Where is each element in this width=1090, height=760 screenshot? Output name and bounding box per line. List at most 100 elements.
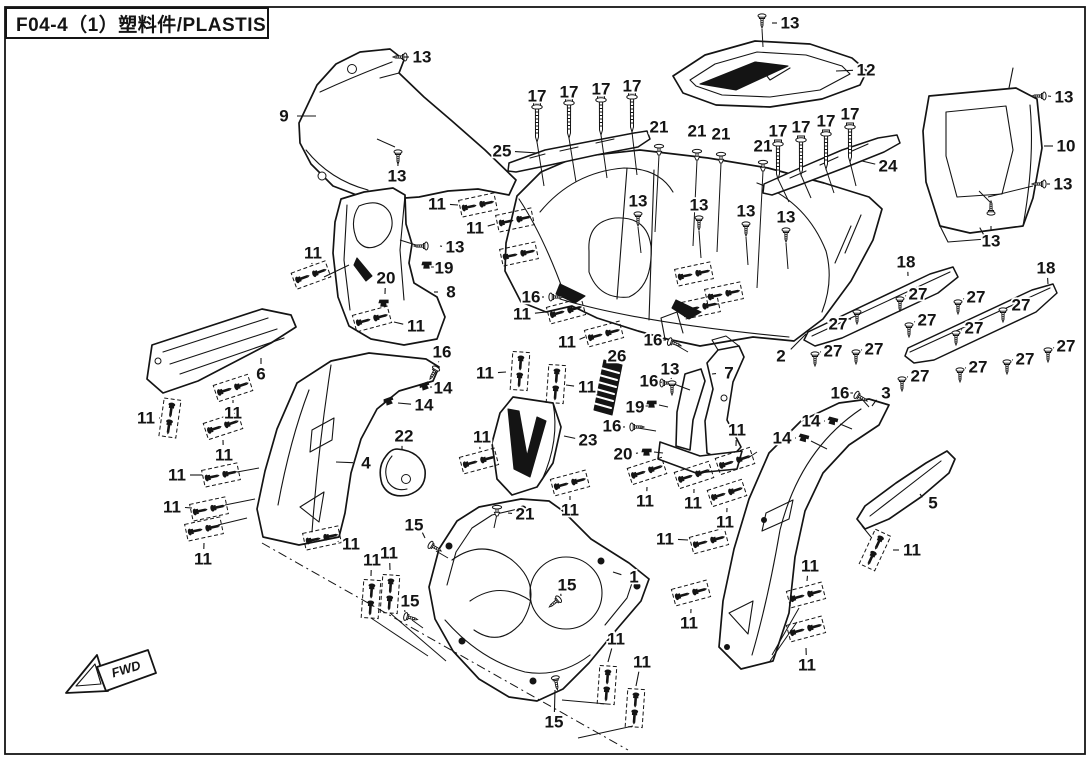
callout-number-11: 11 [801,557,819,576]
screw-fastener-icon [629,422,645,432]
fastener-box [626,456,668,486]
screw-fastener-icon [413,241,429,251]
part-23-vee [507,408,547,478]
part-26-stripe-3 [597,381,617,388]
callout-number-17: 17 [528,87,547,106]
part-1-panel [428,498,650,702]
screw-fastener-icon [1043,347,1053,363]
screw-fastener-icon [897,376,907,392]
screw-fastener-icon [757,13,767,29]
callout-number-15: 15 [558,576,577,595]
callout-number-18: 18 [1037,259,1056,278]
callout-number-13: 13 [781,14,800,33]
callout-number-11: 11 [716,513,734,532]
part-24-rail [762,134,901,196]
callout-number-11: 11 [558,333,576,352]
callout-number-11: 11 [304,244,322,263]
callout-number-27: 27 [911,367,930,386]
fastener-dot [597,557,605,565]
part-9-panel [298,48,517,200]
leader-line [323,264,350,278]
leader-line [631,131,638,176]
callout-number-17: 17 [769,122,788,141]
screw-fastener-icon [955,367,965,383]
callout-number-11: 11 [380,544,398,563]
callout-number-11: 11 [684,494,702,513]
fastener-box [212,373,254,403]
callout-leader [487,223,496,227]
callout-number-17: 17 [792,118,811,137]
leader-line [745,236,749,266]
part-10-antenna [1008,67,1014,89]
callout-number-17: 17 [841,105,860,124]
callout-number-13: 13 [388,167,407,186]
part-22-cap [379,448,426,497]
part-6-louver [146,308,297,394]
fastener-box [670,579,712,607]
callout-number-11: 11 [656,530,674,549]
callout-number-20: 20 [614,445,633,464]
fastener-box [509,350,531,392]
callout-number-9: 9 [279,107,288,126]
callout-number-21: 21 [754,137,773,156]
leader-line [761,28,764,48]
part-2-arch-left [539,167,674,213]
part-1-rim [446,507,634,626]
part-26-stripe-2 [598,374,618,381]
callout-number-14: 14 [434,379,453,398]
part-7-strut-b [675,368,706,451]
part-12-rim [689,51,851,98]
part-2-accent-a [555,283,586,304]
callout-leader [397,402,412,405]
callout-number-17: 17 [592,80,611,99]
bolt-hole [347,64,357,74]
part-3-window [761,499,794,532]
callout-leader [553,689,556,713]
fastener-dot [529,677,537,685]
fastener-box [201,462,241,488]
part-10-crease [1022,104,1032,227]
leader-line [658,404,669,408]
fastener-box [681,294,721,320]
part-18-strip-left-edge [811,271,951,337]
callout-number-11: 11 [476,364,494,383]
callout-number-27: 27 [1016,350,1035,369]
callout-leader [861,160,876,165]
leader-line [777,178,790,203]
callout-number-11: 11 [137,409,155,428]
leader-line [771,607,800,656]
part-18-strip-right-edge [909,287,1051,353]
fastener-box [858,528,892,572]
part-8-teardrop [352,202,393,249]
fastener-dot [519,505,527,513]
leader-line [600,134,608,179]
leader-line [236,467,260,473]
leader-line [637,427,657,432]
callout-number-16: 16 [433,343,452,362]
part-12-accent [699,61,789,91]
bolt-fastener-icon [531,102,543,143]
leader-line [978,190,992,204]
callout-number-16: 16 [603,417,622,436]
fastener-dot [458,637,466,645]
callout-number-17: 17 [623,77,642,96]
callout-leader [565,384,575,387]
callout-leader [421,532,426,539]
callout-number-6: 6 [256,365,265,384]
callout-leader [635,671,640,687]
leader-line [692,159,698,247]
callout-number-13: 13 [1055,88,1074,107]
callout-number-27: 27 [965,319,984,338]
leader-line [839,423,853,430]
screw-fastener-icon [1002,359,1012,375]
callout-number-11: 11 [513,305,531,324]
fastener-box [360,578,382,620]
callout-number-13: 13 [661,360,680,379]
callout-number-11: 11 [798,656,816,675]
part-4-pillar [256,352,440,546]
fastener-box [596,664,618,706]
part-10-notch [939,225,987,243]
callout-number-11: 11 [728,421,746,440]
callout-number-27: 27 [909,285,928,304]
callout-number-3: 3 [881,384,890,403]
